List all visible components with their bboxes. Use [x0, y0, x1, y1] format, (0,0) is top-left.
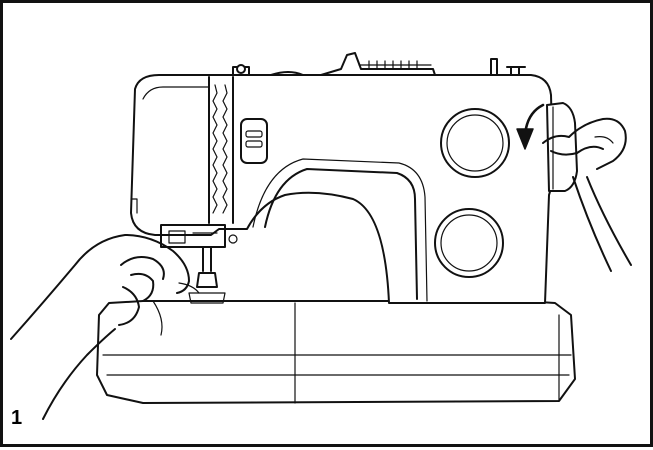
step-number-label: 1 [11, 407, 23, 429]
top-controls [232, 52, 526, 76]
handwheel [546, 102, 578, 192]
sewing-machine-illustration [10, 52, 632, 420]
presser-foot-assembly [160, 224, 238, 304]
machine-base [96, 300, 576, 404]
needle-column [208, 76, 234, 224]
left-hand [10, 234, 200, 420]
right-hand [542, 117, 632, 272]
curved-arrow-down-icon [516, 103, 545, 150]
stitch-selector-slot [240, 118, 268, 164]
stitch-dials [434, 108, 510, 278]
